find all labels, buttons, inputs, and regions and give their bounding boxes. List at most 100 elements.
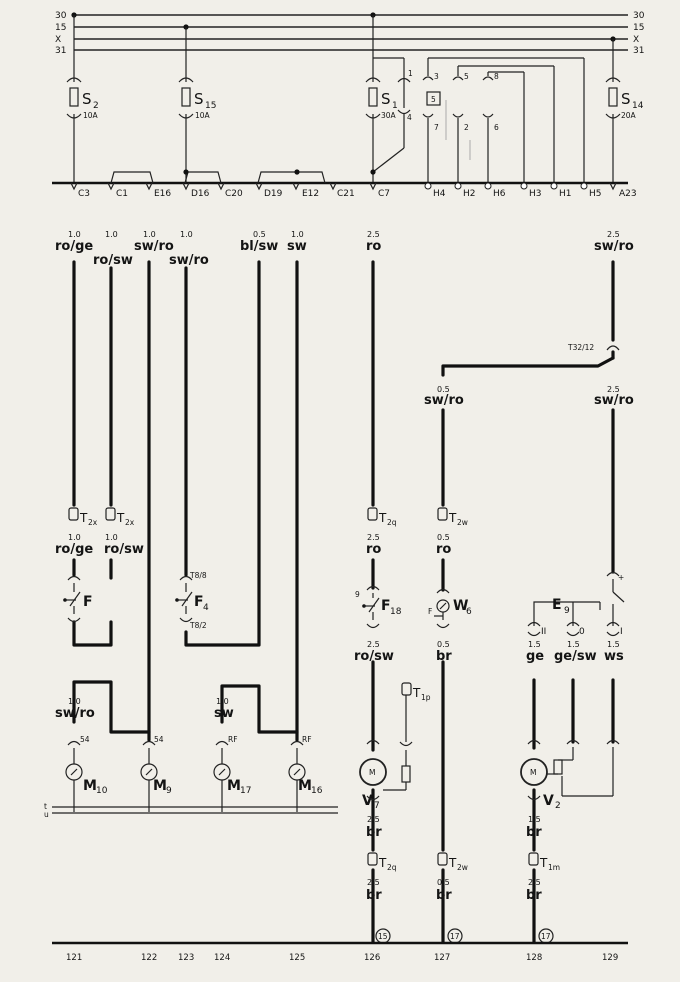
wire-color-mid2-d: ro [436,542,451,557]
wire-size-mid2-c: 2.5 [367,533,380,542]
terminal-h2: H2 [463,189,476,199]
column-122: 122 [141,953,157,963]
column-125: 125 [289,953,305,963]
connector-t1m-sub: 1m [548,863,560,872]
connector-t1p-sub: 1p [421,693,431,702]
gauges: 1.0 sw/ro 1.0 sw 54 54 RF RF M 10 M 9 [44,697,338,819]
connector-t2x-a-name: T [79,511,88,525]
column-128: 128 [526,953,542,963]
terminal-h3: H3 [529,189,542,199]
connector-t2w-low-sub: 2w [457,863,468,872]
gauge-m16-pin: RF [302,735,312,744]
column-numbers: 121 122 123 124 125 126 127 128 129 [66,953,618,963]
terminal-c3: C3 [78,189,90,199]
wire-size-e9-ge: 1.5 [528,640,541,649]
terminal-c7: C7 [378,189,390,199]
gauge-m16: M 16 [288,748,323,812]
wire-size-c3: 1.0 [68,230,81,239]
wire-color-mid2-a: ro/ge [55,542,93,557]
wire-size-a23: 2.5 [607,230,620,239]
connector-t1m-name: T [539,856,548,870]
terminal-c20: C20 [225,189,243,199]
wire-color-bottom-127: br [436,888,452,903]
fuse-s14-rating: 20A [621,111,637,120]
wire-size-e9-ws: 1.5 [607,640,620,649]
wire-color-v2-out: br [526,825,542,840]
fuse-s1-name: S [381,90,391,108]
wire-color-f18-out: ro/sw [354,649,394,664]
bus-lines: 30 15 X 31 30 15 X 31 [55,11,645,56]
e9-pin-i: I [620,627,623,637]
wire-size-e12: 1.0 [291,230,304,239]
column-123: 123 [178,953,194,963]
wire-color-d19: bl/sw [240,239,278,254]
wire-size-e9-gesw: 1.5 [567,640,580,649]
wire-size-d19: 0.5 [253,230,266,239]
wire-color-mid-left: sw/ro [424,393,464,408]
connector-t2x-b-sub: 2x [125,518,135,527]
fuse-s14-sub: 14 [632,101,644,111]
switch-f4-name: F [194,594,204,610]
motors: T 1p M V 7 M V 2 [359,682,620,811]
switch-f-name: F [83,594,93,610]
relay-pin-8: 8 [494,72,499,81]
motor-v7-symbol: M [369,768,375,777]
motor-v2-sub: 2 [555,801,561,811]
terminal-h6: H6 [493,189,506,199]
h-terminal-holes [424,182,588,190]
relay-pin-3: 3 [434,72,439,81]
gauge-m17-name: M [227,778,241,794]
wire-size-mid2-d: 0.5 [437,533,450,542]
wire-size-mid2-a: 1.0 [68,533,81,542]
gauge-m9-name: M [153,778,167,794]
e9-pin-ii: II [541,627,546,637]
column-124: 124 [214,953,230,963]
wire-color-bottom-126: br [366,888,382,903]
wire-color-c7: ro [366,239,381,254]
wire-size-mid2-b: 1.0 [105,533,118,542]
switch-f18-pin: 9 [355,590,360,599]
switch-e9-name: E [552,597,562,613]
e9-pin-0: 0 [579,627,585,637]
switch-f18-name: F [381,598,391,614]
fuse-s2-name: S [82,90,92,108]
connector-t2q-name: T [378,511,387,525]
mid-connectors: T 2x T 2x T 2q T 2w 1.0 ro/ge 1.0 ro/sw … [55,507,468,557]
fuse-s2-sub: 2 [93,101,99,111]
connector-t32: T32/12 0.5 sw/ro 2.5 sw/ro [424,343,634,408]
motor-v2-name: V [543,793,554,809]
fuse-s1-sub: 1 [392,101,398,111]
connector-t2x-a-sub: 2x [88,518,98,527]
terminal-h4: H4 [433,189,446,199]
fuse-s14-name: S [621,90,631,108]
motor-v7-sub: 7 [374,801,380,811]
wire-color-mid2-b: ro/sw [104,542,144,557]
wire-color-e12: sw [287,239,307,254]
wire-color-c1: ro/sw [93,253,133,268]
wire-size-bottom-128: 2.5 [528,878,541,887]
bus-label-right-15: 15 [633,23,644,33]
connector-t2q-low-name: T [378,856,387,870]
connector-t32-label: T32/12 [567,343,594,352]
gauge-m10-sub: 10 [96,786,108,796]
wire-color-m10-feed: sw/ro [55,706,95,721]
wire-size-bottom-127: 0.5 [437,878,450,887]
wire-color-bottom-128: br [526,888,542,903]
s1-pin-1: 1 [408,69,413,78]
gauge-m10-pin: 54 [80,735,90,744]
switch-e9-sub: 9 [564,606,570,616]
wire-color-m17-feed: sw [214,706,234,721]
bus-label-right-30: 30 [633,11,645,21]
column-121: 121 [66,953,82,963]
wire-size-bottom-126: 2.5 [367,878,380,887]
fuse-s15-rating: 10A [195,111,211,120]
connector-strip: C3 C1 E16 D16 C20 D19 E12 C21 C7 H4 H2 H… [52,169,637,199]
connector-t2x-b-name: T [116,511,125,525]
lower-section: 2.5 br 1.5 br T 2q T 2w T 1m 2.5 br 0.5 … [366,815,560,944]
terminal-e16: E16 [154,189,171,199]
relay-pin-2: 2 [464,123,469,132]
s1-pin-4: 4 [407,113,412,122]
gauge-m16-sub: 16 [311,786,323,796]
wires [72,260,615,944]
wire-color-e16: sw/ro [134,239,174,254]
